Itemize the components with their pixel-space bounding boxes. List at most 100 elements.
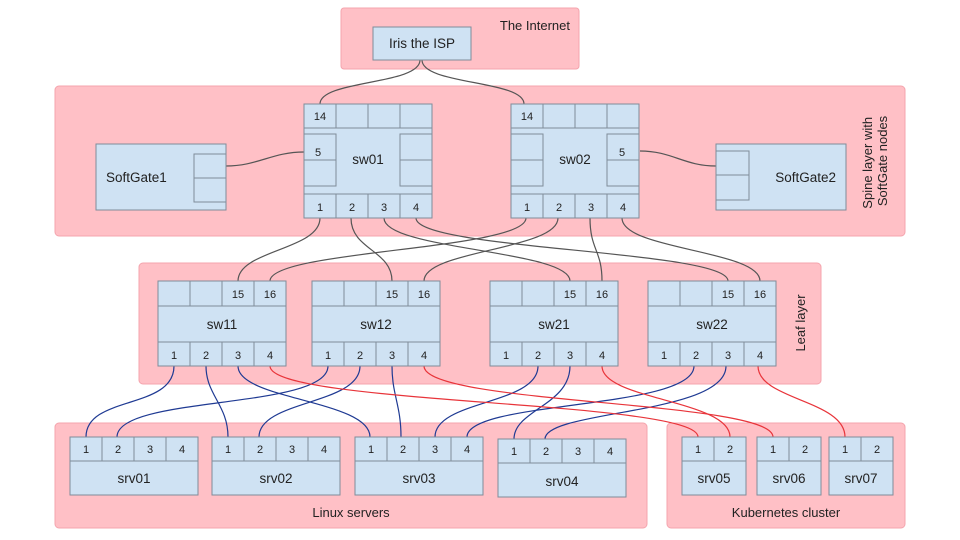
sw11-port-1-label: 1	[171, 350, 177, 362]
srv07-port-2	[860, 436, 894, 462]
leaf-switch-sw11: 15 16 sw11 1 2 3 4	[157, 280, 287, 367]
sw11-port-16-label: 16	[264, 289, 276, 301]
sw01-name: sw01	[352, 152, 384, 167]
link-sw12-2-srv02-2	[258, 365, 361, 438]
srv03-port-1	[354, 436, 388, 462]
sw12-port-empty	[343, 280, 377, 307]
sw12-port-3-label: 3	[389, 350, 395, 362]
srv01-port-1	[69, 436, 103, 462]
sw21-port-16-label: 16	[596, 289, 608, 301]
leaf-zone-label: Leaf layer	[793, 294, 808, 352]
sw21-port-15-label: 15	[564, 289, 576, 301]
srv03-port-2-label: 2	[400, 444, 406, 456]
softgate1-port	[193, 153, 227, 179]
srv04-name: srv04	[545, 474, 579, 489]
sw21-port-3-label: 3	[567, 350, 573, 362]
srv01-name: srv01	[117, 471, 150, 486]
link-sw11-1-srv01-1	[85, 365, 175, 438]
sw02-port-empty	[510, 159, 544, 187]
sw21-port-empty	[489, 280, 523, 307]
sw11-port-2	[189, 341, 223, 367]
srv01-port-4	[165, 436, 199, 462]
link-sw22-2-srv03-4	[466, 365, 695, 438]
sw02-port-empty	[510, 133, 544, 161]
sw12-port-2-label: 2	[357, 350, 363, 362]
sw22-port-empty	[647, 280, 681, 307]
sw02-name: sw02	[559, 152, 591, 167]
sw11-port-4-label: 4	[267, 350, 273, 362]
srv06-port-2	[788, 436, 822, 462]
srv01-port-1-label: 1	[83, 444, 89, 456]
sw22-port-1-label: 1	[661, 350, 667, 362]
sw12-port-15-label: 15	[386, 289, 398, 301]
sw12-name: sw12	[360, 317, 392, 332]
sw12-port-15	[375, 280, 409, 307]
softgate2-port	[715, 150, 750, 176]
isp-label: Iris the ISP	[389, 36, 455, 51]
srv06-port-2-label: 2	[802, 444, 808, 456]
sw01-port-empty	[399, 133, 433, 161]
srv03-port-1-label: 1	[368, 444, 374, 456]
srv04-port-2-label: 2	[543, 446, 549, 458]
sw02-port-4-label: 4	[620, 202, 626, 214]
srv05-name: srv05	[697, 471, 730, 486]
sw22-port-3	[711, 341, 745, 367]
sw21-port-2-label: 2	[535, 350, 541, 362]
srv01-port-2-label: 2	[115, 444, 121, 456]
link-sw12-1-srv01-2	[116, 365, 329, 438]
link-sw12-4-srv06-1	[423, 365, 774, 438]
spine-zone-label-line1: Spine layer with	[860, 117, 875, 209]
spine-zone-label: Spine layer with SoftGate nodes	[860, 113, 890, 208]
softgate1-label: SoftGate1	[106, 170, 167, 185]
internet-zone-label: The Internet	[500, 18, 570, 33]
sw12-port-4	[407, 341, 441, 367]
srv07-port-2-label: 2	[874, 444, 880, 456]
srv01-port-3-label: 3	[147, 444, 153, 456]
sw02-port-empty	[574, 103, 608, 129]
sw01-port-empty	[399, 159, 433, 187]
sw22-port-empty	[679, 280, 713, 307]
sw02-port-3-label: 3	[588, 202, 594, 214]
srv05-port-2	[713, 436, 747, 462]
link-sw22-3-srv04-2	[544, 365, 727, 440]
srv07-name: srv07	[844, 471, 877, 486]
sw22-name: sw22	[696, 317, 728, 332]
leaf-switch-sw12: 15 16 sw12 1 2 3 4	[311, 280, 441, 367]
srv07-port-1	[828, 436, 862, 462]
srv01-port-2	[101, 436, 135, 462]
link-sw01-2-sw12-15	[350, 217, 393, 282]
sw02-port-empty	[542, 103, 576, 129]
srv05-port-2-label: 2	[727, 444, 733, 456]
sw22-port-16	[743, 280, 777, 307]
sw22-port-3-label: 3	[725, 350, 731, 362]
spine-switch-sw02: 14 5 sw02 1 2 3 4	[510, 103, 640, 219]
srv01-port-3	[133, 436, 167, 462]
srv04-port-4	[593, 438, 627, 464]
link-sw11-4-srv05-1	[269, 365, 699, 438]
srv02-port-2-label: 2	[257, 444, 263, 456]
sw02-port-3	[574, 193, 608, 219]
srv03-port-4-label: 4	[464, 444, 470, 456]
srv05-port-1-label: 1	[695, 444, 701, 456]
sw01-port-empty	[399, 103, 433, 129]
link-sw01-3-sw21-15	[383, 217, 571, 282]
srv04-port-1	[497, 438, 531, 464]
sw01-port-4	[399, 193, 433, 219]
srv02-port-3	[275, 436, 309, 462]
server-srv01: 1 2 3 4 srv01	[69, 436, 199, 496]
link-sw02-2-sw12-16	[423, 217, 559, 282]
sw01-port-2	[335, 193, 369, 219]
sw01-port-14-label: 14	[314, 111, 326, 123]
link-sw21-3-srv04-1	[513, 365, 571, 440]
link-softgate1-sw01	[225, 151, 305, 167]
server-srv03: 1 2 3 4 srv03	[354, 436, 484, 496]
srv03-port-2	[386, 436, 420, 462]
srv07-port-1-label: 1	[842, 444, 848, 456]
sw11-port-4	[253, 341, 287, 367]
sw11-port-2-label: 2	[203, 350, 209, 362]
leaf-switch-sw21: 15 16 sw21 1 2 3 4	[489, 280, 619, 367]
sw12-port-2	[343, 341, 377, 367]
sw02-port-14-label: 14	[521, 111, 533, 123]
sw11-port-15-label: 15	[232, 289, 244, 301]
